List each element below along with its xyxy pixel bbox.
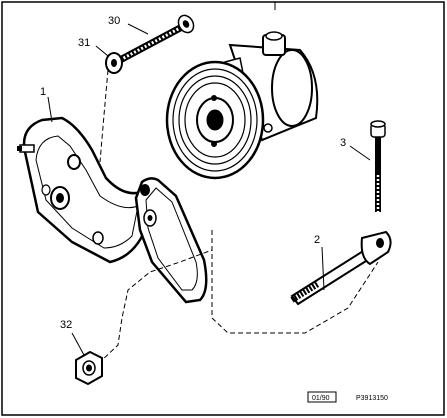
leader-30 <box>127 23 149 35</box>
bracket-part-1 <box>17 116 208 304</box>
adjuster-rod-part-2 <box>290 230 392 306</box>
callout-31: 31 <box>78 37 90 49</box>
figure-id: P3913150 <box>356 395 388 402</box>
callout-1: 1 <box>40 86 46 98</box>
nut-part-32 <box>75 350 103 386</box>
assembly-line-to-stud <box>211 238 379 334</box>
date-code: 01/90 <box>312 395 330 402</box>
assembly-line-bolt <box>99 69 109 163</box>
callout-2: 2 <box>314 234 320 246</box>
assembly-line-bracket <box>99 230 213 363</box>
date-code-box <box>307 391 337 403</box>
bolt-part-30 <box>118 14 195 64</box>
leader-1 <box>47 96 53 123</box>
callout-3: 3 <box>340 137 346 149</box>
leader-3 <box>349 145 371 161</box>
callout-32: 32 <box>60 319 72 331</box>
callout-30: 30 <box>108 15 120 27</box>
washer-part-31 <box>105 52 123 74</box>
leader-32 <box>71 332 85 356</box>
leader-31 <box>95 45 109 57</box>
bolt-part-3 <box>370 120 386 212</box>
leader-2 <box>321 246 325 291</box>
compressor-pulley-assembly <box>165 31 319 180</box>
